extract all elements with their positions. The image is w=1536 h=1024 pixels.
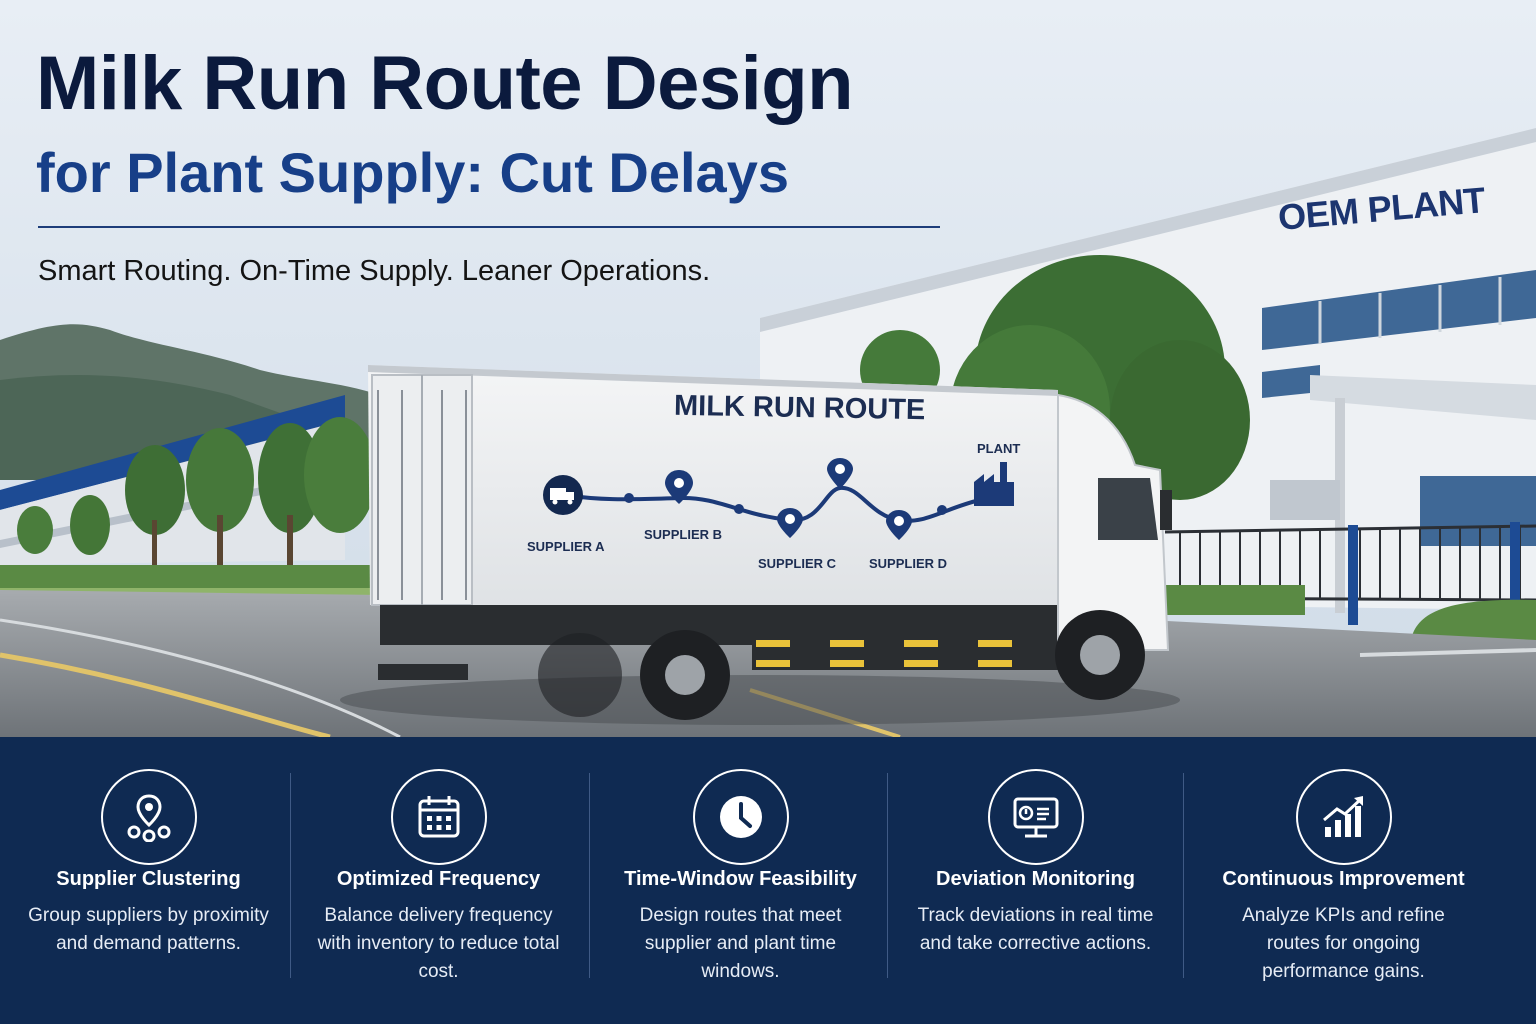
tagline: Smart Routing. On-Time Supply. Leaner Op… xyxy=(38,255,711,287)
stop-label-supplier-c: SUPPLIER C xyxy=(758,556,837,571)
hero-scene xyxy=(0,0,1536,737)
features-panel: Supplier Clustering Group suppliers by p… xyxy=(0,737,1536,1024)
page-title: Milk Run Route Design xyxy=(36,41,854,126)
feature-description: Balance delivery frequency with inventor… xyxy=(317,905,560,982)
feature-divider xyxy=(589,773,590,978)
monitor-icon xyxy=(987,769,1084,865)
factory-icon xyxy=(974,462,1014,506)
feature-continuous-improvement: Continuous Improvement Analyze KPIs and … xyxy=(1195,737,1492,1024)
growth-chart-icon xyxy=(1295,769,1392,865)
title-divider xyxy=(38,226,940,228)
feature-description: Analyze KPIs and refine routes for ongoi… xyxy=(1242,905,1445,982)
feature-divider xyxy=(1183,773,1184,978)
stop-label-plant: PLANT xyxy=(977,441,1021,456)
stop-label-supplier-a: SUPPLIER A xyxy=(527,539,605,554)
feature-supplier-clustering: Supplier Clustering Group suppliers by p… xyxy=(0,737,297,1024)
route-title: MILK RUN ROUTE xyxy=(673,389,926,427)
feature-title: Time-Window Feasibility xyxy=(624,868,857,890)
feature-divider xyxy=(290,773,291,978)
stop-label-supplier-b: SUPPLIER B xyxy=(644,527,723,542)
clock-icon xyxy=(692,769,789,865)
feature-title: Continuous Improvement xyxy=(1222,868,1465,890)
calendar-icon xyxy=(390,769,487,865)
feature-title: Supplier Clustering xyxy=(56,868,241,890)
feature-deviation-monitoring: Deviation Monitoring Track deviations in… xyxy=(887,737,1184,1024)
page-subtitle: for Plant Supply: Cut Delays xyxy=(36,141,789,204)
feature-title: Deviation Monitoring xyxy=(936,868,1135,890)
feature-optimized-frequency: Optimized Frequency Balance delivery fre… xyxy=(290,737,587,1024)
stop-label-supplier-d: SUPPLIER D xyxy=(869,556,948,571)
factory-scene-illustration xyxy=(0,0,1536,737)
location-cluster-icon xyxy=(100,769,197,865)
feature-divider xyxy=(887,773,888,978)
feature-description: Track deviations in real time and take c… xyxy=(917,905,1154,954)
feature-description: Group suppliers by proximity and demand … xyxy=(28,905,269,954)
feature-title: Optimized Frequency xyxy=(336,868,541,890)
feature-description: Design routes that meet supplier and pla… xyxy=(639,905,842,982)
feature-time-window-feasibility: Time-Window Feasibility Design routes th… xyxy=(592,737,889,1024)
